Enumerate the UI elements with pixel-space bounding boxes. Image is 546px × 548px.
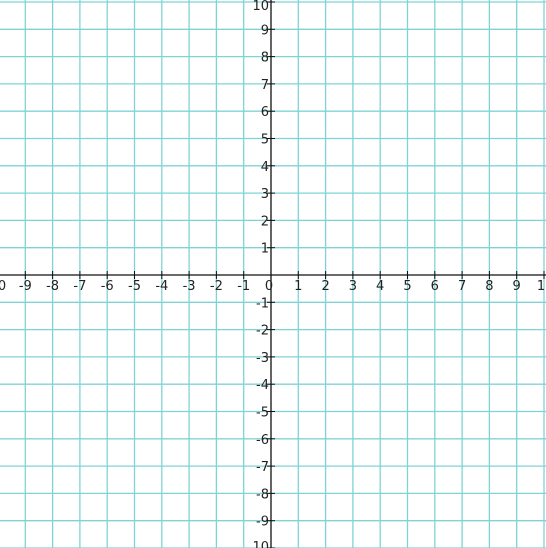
y-tick-label: 6 [261,105,269,120]
x-tick-label: 1 [537,279,545,294]
x-tick-label: 6 [431,279,439,294]
x-tick-label: 0 [265,279,273,294]
y-tick-label: 5 [261,133,269,148]
y-tick-label: -1 [256,296,269,311]
y-tick-label: 4 [261,160,269,175]
x-tick-label: 4 [376,279,384,294]
x-tick-label: -5 [128,279,141,294]
x-tick-label: -6 [101,279,114,294]
x-tick-label: -9 [19,279,32,294]
x-tick-label: 8 [485,279,493,294]
x-tick-label: -1 [237,279,250,294]
y-tick-label: 7 [261,78,269,93]
y-tick-label: -9 [256,515,269,530]
y-tick-label: -7 [256,460,269,475]
y-tick-label: 3 [261,187,269,202]
x-tick-label: 7 [458,279,466,294]
x-tick-label: 0 [0,279,6,294]
y-tick-label: 1 [261,242,269,257]
y-tick-label: -4 [256,378,269,393]
x-tick-label: -3 [183,279,196,294]
y-tick-label: 10 [252,540,269,548]
x-tick-label: 1 [294,279,302,294]
y-tick-label: -5 [256,406,269,421]
y-tick-label: 2 [261,214,269,229]
x-tick-label: -4 [155,279,168,294]
x-tick-label: -8 [46,279,59,294]
y-tick-label: 10 [252,0,269,14]
y-tick-label: -6 [256,433,269,448]
x-tick-labels: 0 -9 -8 -7 -6 -5 -4 -3 -2 -1 0 1 2 3 4 5 6 7 8 9 1 [0,279,545,294]
x-tick-label: 9 [513,279,521,294]
y-tick-label: -8 [256,487,269,502]
y-tick-labels: 10 9 8 7 6 5 4 3 2 1 -1 -2 -3 -4 -5 -6 -7 -8 -9 10 [252,0,269,548]
x-tick-label: -7 [73,279,86,294]
y-tick-label: 9 [261,23,269,38]
x-tick-label: -2 [210,279,223,294]
y-tick-label: -2 [256,324,269,339]
x-tick-label: 5 [403,279,411,294]
x-tick-label: 2 [321,279,329,294]
y-tick-label: -3 [256,351,269,366]
y-tick-label: 8 [261,51,269,66]
x-tick-label: 3 [349,279,357,294]
